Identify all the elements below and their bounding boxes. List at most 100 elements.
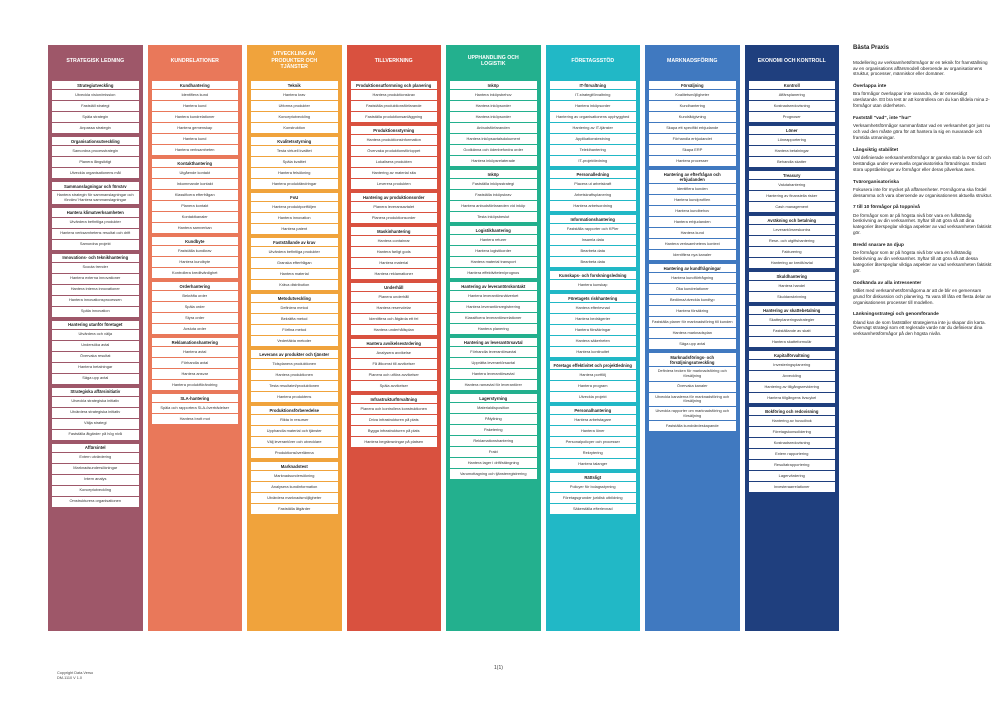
- capability-item: Fastställa kundkrav: [151, 246, 238, 257]
- capability-item: Samordna projekt: [52, 239, 139, 250]
- capability-item: Hantera bedrägerier: [549, 314, 636, 325]
- capability-item: Definiera tecken för marknadsföring och …: [649, 367, 736, 381]
- group-title: Organisationsutveckling: [52, 137, 139, 146]
- capability-item: Leverera produkten: [350, 179, 437, 190]
- capability-item: Hantera material: [350, 258, 437, 269]
- capability-item: Anbudsförfaranden: [450, 123, 537, 134]
- capability-item: Hantera inköpsorder: [450, 101, 537, 112]
- group-title: Affärsintel: [52, 443, 139, 452]
- capability-item: Driva infrastrukturen på plats: [350, 415, 437, 426]
- capability-item: Analysera avvikelse: [350, 348, 437, 359]
- best-practice-point-title: Fastställ "vad", inte "hur": [853, 116, 912, 122]
- capability-item: Hantera verksamheten: [151, 145, 238, 156]
- capability-item: Hantera produktändringar: [251, 179, 338, 190]
- capability-item: Klassificera leverantörsrelationer: [450, 313, 537, 324]
- group-title: Företagets riskhantering: [549, 294, 636, 303]
- group-title: Infrastrukturförvaltning: [350, 395, 437, 404]
- capability-item: Fastställa inköpskrav: [450, 190, 537, 201]
- capability-item: Fastställande av skatt: [748, 326, 835, 337]
- capability-item: Hantera kundprofilen: [649, 195, 736, 206]
- group-title: Underhåll: [350, 283, 437, 292]
- capability-item: Avveckling: [748, 371, 835, 382]
- capability-item: Späla och rapportera SLA-överträdelser: [151, 403, 238, 414]
- group-title: Maskinhantering: [350, 227, 437, 236]
- group-title: Löner: [748, 126, 835, 135]
- capability-item: Hantering av huvudbok: [748, 416, 835, 427]
- capability-item: Paketering: [450, 425, 537, 436]
- capability-item: Hantera ansvar: [151, 369, 238, 380]
- capability-item: Hantera containrar: [350, 236, 437, 247]
- group-title: Kapitalförvaltning: [748, 351, 835, 360]
- capability-item: Undersöka avtal: [52, 340, 139, 351]
- group-title: Strategiutveckling: [52, 81, 139, 90]
- capability-item: Utveckla rapporter om marknadsföring och…: [649, 406, 736, 421]
- capability-item: Definiera metod: [251, 303, 338, 314]
- group-title: Kontakthantering: [151, 159, 238, 168]
- best-practice-point-text: Fokusera inte för mycket på affärsenhete…: [853, 186, 993, 198]
- group-title: Personalhantering: [549, 406, 636, 415]
- capability-item: Hantera begränsningar på platsen: [350, 437, 437, 448]
- capability-item: Förhandla erbjudandet: [649, 134, 736, 145]
- capability-item: Kundhantering: [649, 101, 736, 112]
- group-title: Rättsligt: [549, 473, 636, 482]
- group-title: Fastställande av krav: [251, 238, 338, 247]
- capability-item: Materialdisposition: [450, 403, 537, 414]
- capability-item: Hantera krav: [251, 90, 338, 101]
- capability-item: Styra order: [151, 313, 238, 324]
- capability-item: Hantera handel: [748, 281, 835, 292]
- capability-item: Bekräfta metod: [251, 314, 338, 325]
- capability-item: Fastställa kundvärdeskapande: [649, 421, 736, 432]
- capability-item: Extern rapportering: [748, 449, 835, 460]
- capability-item: Intern analys: [52, 474, 139, 485]
- capability-item: Skatteplaneringsstrategier: [748, 315, 835, 326]
- capability-item: Placera ut arbetskraft: [549, 179, 636, 190]
- capability-item: Hantera arbetstagare: [549, 415, 636, 426]
- capability-item: Granska efterfrågan: [251, 258, 338, 269]
- capability-item: Testa inköpsbeslut: [450, 212, 537, 223]
- best-practice-point-title: Tvärorganisatoriska: [853, 179, 899, 185]
- capability-item: Förhandla leverantörsavtal: [450, 347, 537, 358]
- capability-item: Samordna processtrategin: [52, 146, 139, 157]
- group-title: Hantering av leverantörsavtal: [450, 338, 537, 347]
- capability-item: Hantera kundbehov: [649, 206, 736, 217]
- capability-item: Välj leverantörer och utvecklare: [251, 437, 338, 448]
- capability-item: Företagskonsolidering: [748, 427, 835, 438]
- capability-item: Applikationstestning: [549, 134, 636, 145]
- capability-group: Hantering av efterfrågan och erbjudanden…: [649, 170, 736, 261]
- capability-item: Leverantörsreskontra: [748, 225, 835, 236]
- best-practice-point-title: 7 till 10 förmågor på toppnivå: [853, 205, 920, 211]
- capability-item: Utveckla projekt: [549, 392, 636, 403]
- capability-item: Hantera inköpsorder: [549, 101, 636, 112]
- capability-item: Övervaka kanaler: [649, 381, 736, 392]
- capability-item: Hantera produktförändring: [151, 380, 238, 391]
- capability-item: IT-projektledning: [549, 156, 636, 167]
- capability-item: Hantera planering: [450, 324, 537, 335]
- capability-item: Hantera logistikorder: [450, 246, 537, 257]
- capability-item: Hantera gemenskap: [151, 123, 238, 134]
- capability-item: Hantera avtal: [151, 347, 238, 358]
- capability-item: Hantera innovation: [251, 213, 338, 224]
- capability-item: Hantera reservdelar: [350, 303, 437, 314]
- group-title: Kundhantering: [151, 81, 238, 90]
- best-practice-point-text: Modellering av verksamhetsförmågor är en…: [853, 59, 988, 77]
- capability-item: Omstrukturera organisationen: [52, 496, 139, 507]
- capability-item: Avsluta order: [151, 324, 238, 335]
